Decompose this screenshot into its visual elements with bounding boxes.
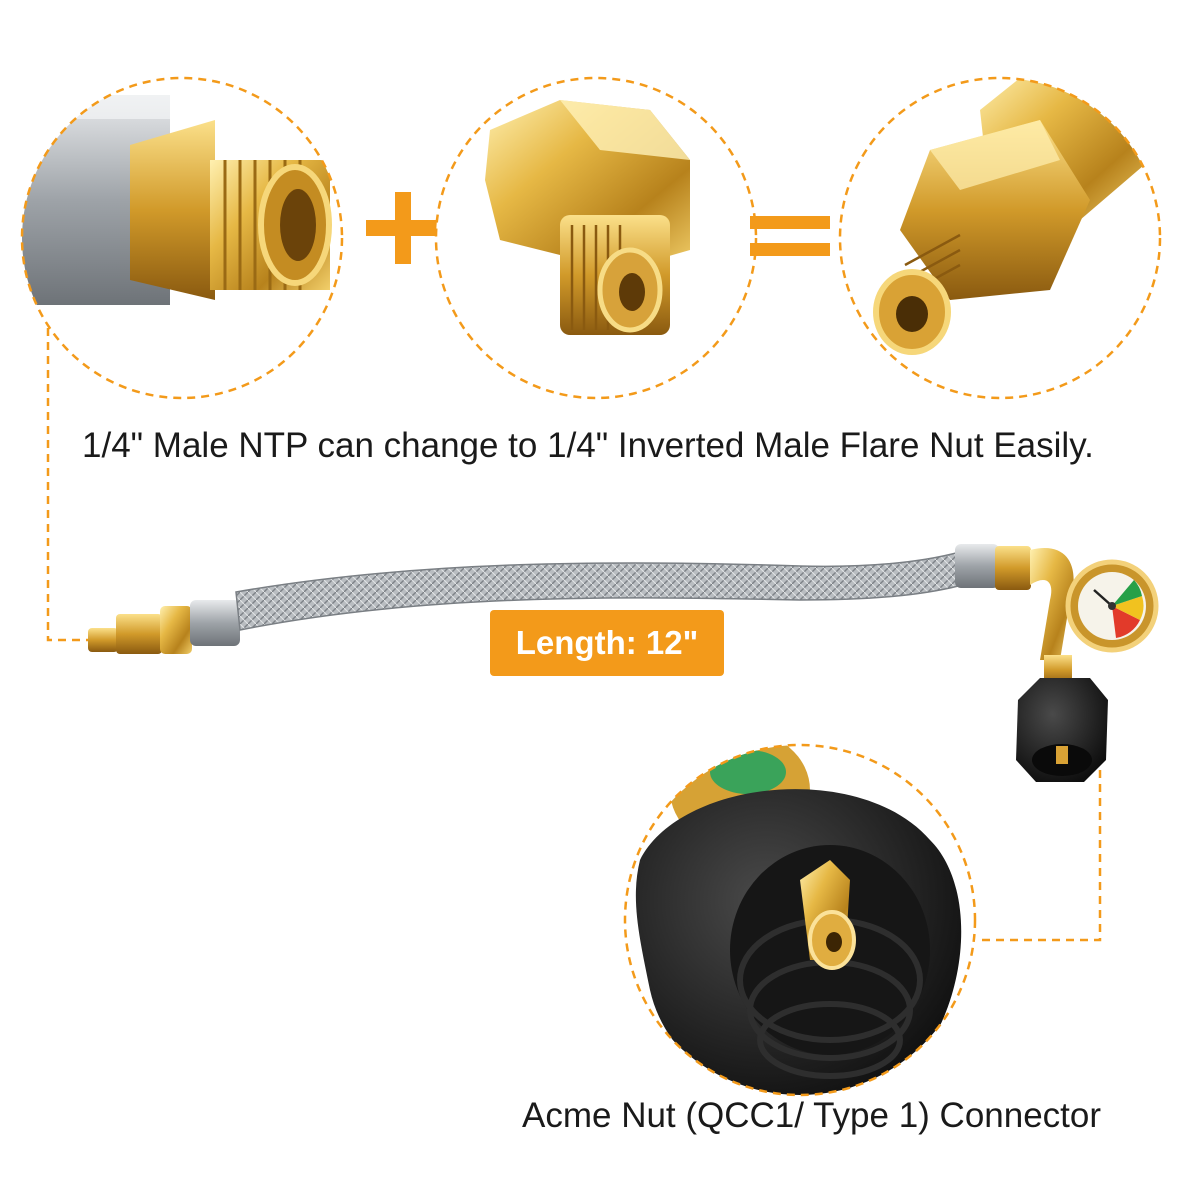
bottom-caption: Acme Nut (QCC1/ Type 1) Connector [522,1096,1102,1135]
callout-line-right [976,770,1102,942]
left-brass-fitting [88,606,192,654]
detail-circle-adapter [434,76,758,400]
plus-icon [366,192,440,264]
right-crimp-collar [955,544,999,588]
detail-circle-acme-nut [623,743,977,1097]
hose-assembly [88,544,1159,782]
detail-circle-male-npt [20,76,344,400]
left-crimp-collar [190,600,240,646]
pressure-gauge [1065,559,1159,653]
elbow-fitting [995,546,1074,660]
detail-circle-inverted-flare [838,76,1162,400]
callout-lines [46,300,1102,942]
top-caption: 1/4" Male NTP can change to 1/4" Inverte… [82,426,1094,465]
equals-icon [750,216,830,256]
callout-line-left [46,300,88,642]
acme-nut-small [1016,655,1108,782]
length-badge: Length: 12" [490,610,724,676]
